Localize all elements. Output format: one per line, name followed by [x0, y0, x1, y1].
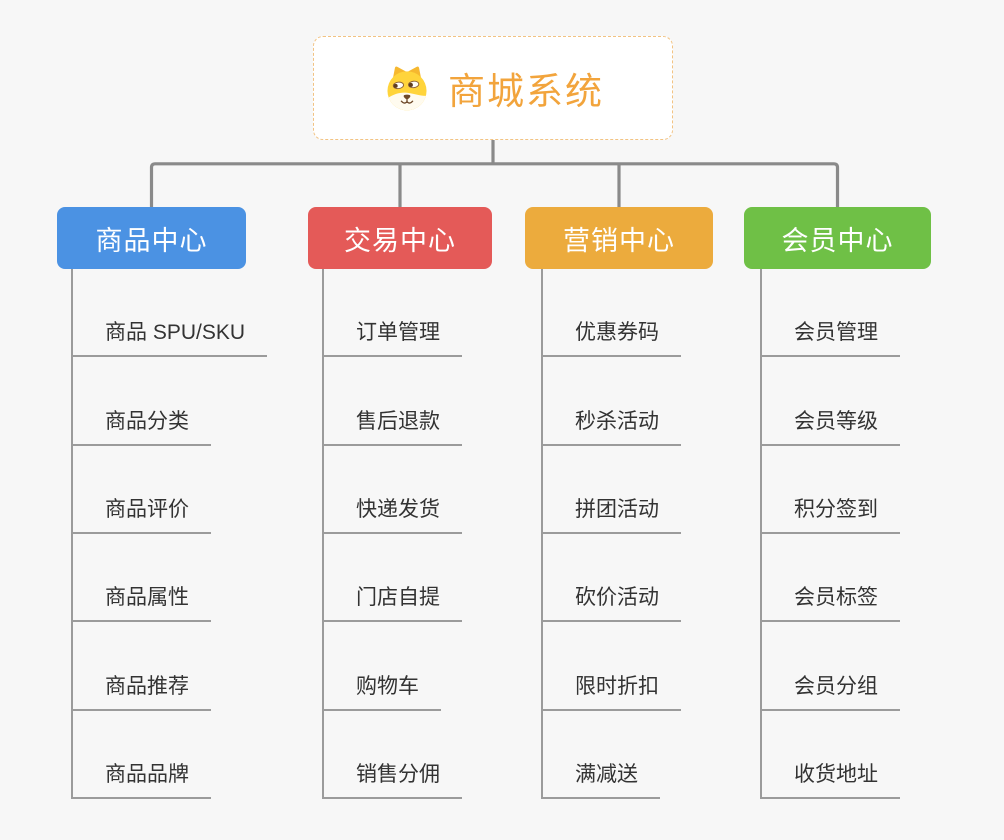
tree-item-label[interactable]: 会员分组 [762, 670, 900, 711]
tree-item-label[interactable]: 门店自提 [324, 581, 462, 623]
tree-item-label[interactable]: 商品分类 [73, 405, 211, 446]
root-node[interactable]: 商城系统 [313, 36, 673, 140]
branch-header-label: 营销中心 [563, 225, 675, 256]
tree-item-label[interactable]: 订单管理 [324, 316, 462, 358]
tree-item-label[interactable]: 购物车 [324, 670, 441, 711]
tree-item-label[interactable]: 收货地址 [762, 758, 900, 799]
root-title: 商城系统 [448, 71, 604, 112]
branch-header-marketing[interactable]: 营销中心 [525, 207, 713, 269]
tree-item-label[interactable]: 商品属性 [73, 581, 211, 623]
tree-item-label[interactable]: 商品 SPU/SKU [73, 316, 268, 358]
branch-rail-line [149, 162, 840, 212]
tree-item-label[interactable]: 满减送 [543, 758, 660, 799]
branch-header-label: 会员中心 [781, 225, 894, 256]
tree-item-label[interactable]: 积分签到 [762, 493, 900, 534]
tree-item-label[interactable]: 秒杀活动 [543, 405, 681, 446]
tree-item-label[interactable]: 商品推荐 [73, 670, 211, 711]
tree-item-label[interactable]: 砍价活动 [543, 581, 681, 623]
dog-face-icon [387, 65, 427, 110]
branch-header-product[interactable]: 商品中心 [57, 207, 246, 269]
branch-column-product: 商品 SPU/SKU 商品分类 商品评价 商品属性 商品推荐 商品品牌 [71, 269, 268, 799]
branch-header-label: 商品中心 [95, 225, 208, 256]
tree-item-label[interactable]: 拼团活动 [543, 493, 681, 534]
branch-column-member: 会员管理 会员等级 积分签到 会员标签 会员分组 收货地址 [760, 269, 900, 799]
branch-header-label: 交易中心 [344, 225, 456, 256]
tree-item-label[interactable]: 商品评价 [73, 493, 211, 534]
branch-column-trade: 订单管理 售后退款 快递发货 门店自提 购物车 销售分佣 [322, 269, 462, 799]
branch-header-trade[interactable]: 交易中心 [308, 207, 492, 269]
tree-item-label[interactable]: 优惠券码 [543, 316, 681, 358]
tree-item-label[interactable]: 销售分佣 [324, 758, 462, 799]
branch-header-member[interactable]: 会员中心 [744, 207, 931, 269]
tree-item-label[interactable]: 会员管理 [762, 316, 900, 358]
tree-item-label[interactable]: 商品品牌 [73, 758, 211, 799]
tree-item-label[interactable]: 会员标签 [762, 581, 900, 623]
branch-column-marketing: 优惠券码 秒杀活动 拼团活动 砍价活动 限时折扣 满减送 [541, 269, 681, 799]
tree-item-label[interactable]: 限时折扣 [543, 670, 681, 711]
tree-item-label[interactable]: 快递发货 [324, 493, 462, 534]
tree-item-label[interactable]: 会员等级 [762, 405, 900, 446]
tree-item-label[interactable]: 售后退款 [324, 405, 462, 446]
